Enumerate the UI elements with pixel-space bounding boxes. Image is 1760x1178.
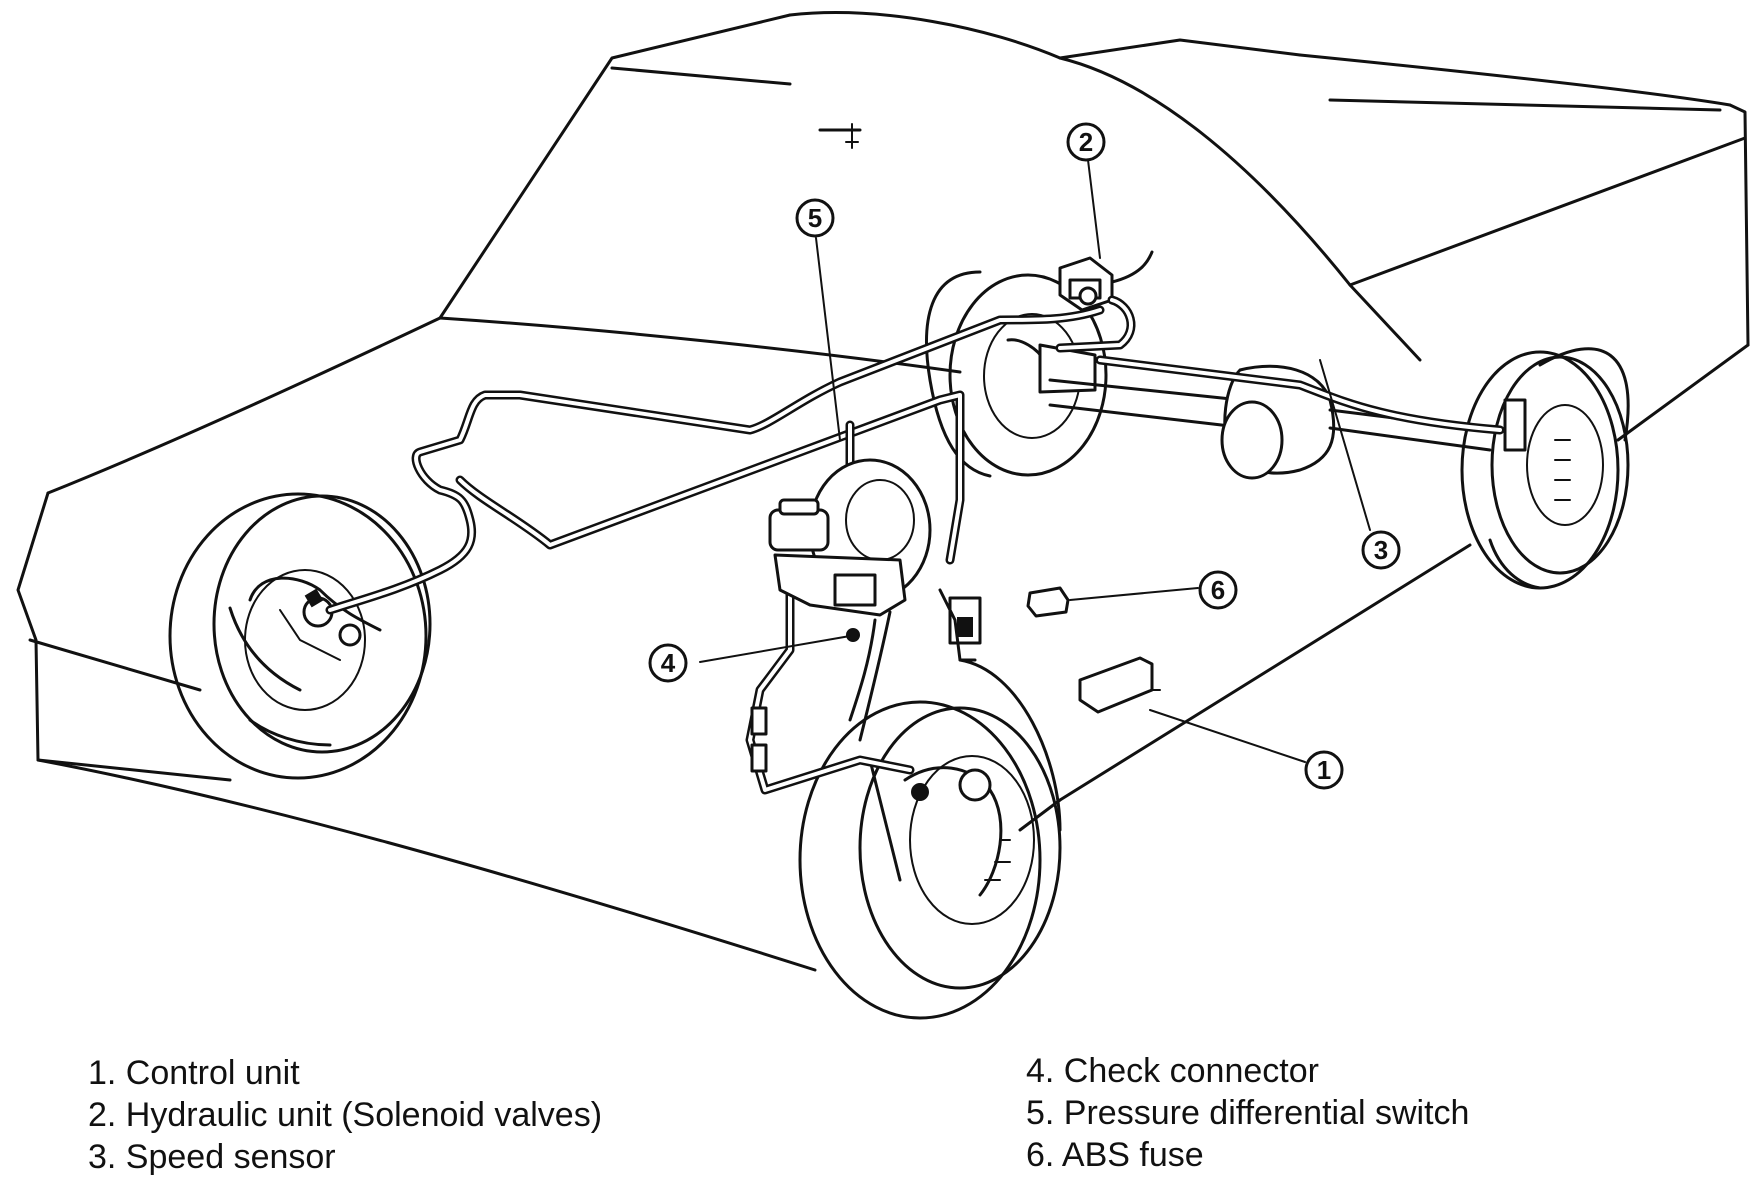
callout-1: 1: [1304, 750, 1344, 790]
svg-text:2: 2: [1079, 127, 1093, 157]
rear-left-wheel: [925, 270, 1108, 478]
legend-item-pressure-differential-switch: 5. Pressure differential switch: [1026, 1094, 1470, 1132]
svg-text:6: 6: [1211, 575, 1225, 605]
svg-text:3: 3: [1374, 535, 1388, 565]
svg-text:4: 4: [661, 648, 676, 678]
svg-text:1: 1: [1317, 755, 1331, 785]
check-connector: [750, 706, 768, 773]
legend-left-column: 1. Control unit 2. Hydraulic unit (Solen…: [88, 1052, 602, 1178]
callout-6: 6: [1198, 570, 1238, 610]
abs-fuse: [1026, 586, 1070, 618]
vehicle-body: [16, 11, 1750, 972]
leader-lines: [699, 159, 1371, 763]
control-unit: [1078, 656, 1161, 714]
callout-3: 3: [1361, 530, 1401, 570]
rear-right-wheel: [1460, 350, 1630, 590]
callout-2: 2: [1066, 122, 1106, 162]
svg-text:5: 5: [808, 203, 822, 233]
legend-item-check-connector: 4. Check connector: [1026, 1052, 1319, 1090]
callout-4: 4: [648, 643, 688, 683]
legend-item-hydraulic-unit: 2. Hydraulic unit (Solenoid valves): [88, 1096, 603, 1134]
legend-item-control-unit: 1. Control unit: [88, 1054, 300, 1092]
master-cylinder-booster: [768, 458, 982, 742]
rear-axle: [1048, 364, 1527, 480]
small-mark: [845, 123, 859, 149]
legend-item-abs-fuse: 6. ABS fuse: [1026, 1136, 1204, 1174]
legend-item-speed-sensor: 3. Speed sensor: [88, 1138, 336, 1176]
legend-right-column: 4. Check connector 5. Pressure different…: [1026, 1050, 1469, 1176]
hydraulic-unit: [1058, 250, 1154, 312]
left-front-wheel: [168, 492, 432, 780]
callout-5: 5: [795, 198, 835, 238]
right-front-wheel: [798, 658, 1062, 1020]
